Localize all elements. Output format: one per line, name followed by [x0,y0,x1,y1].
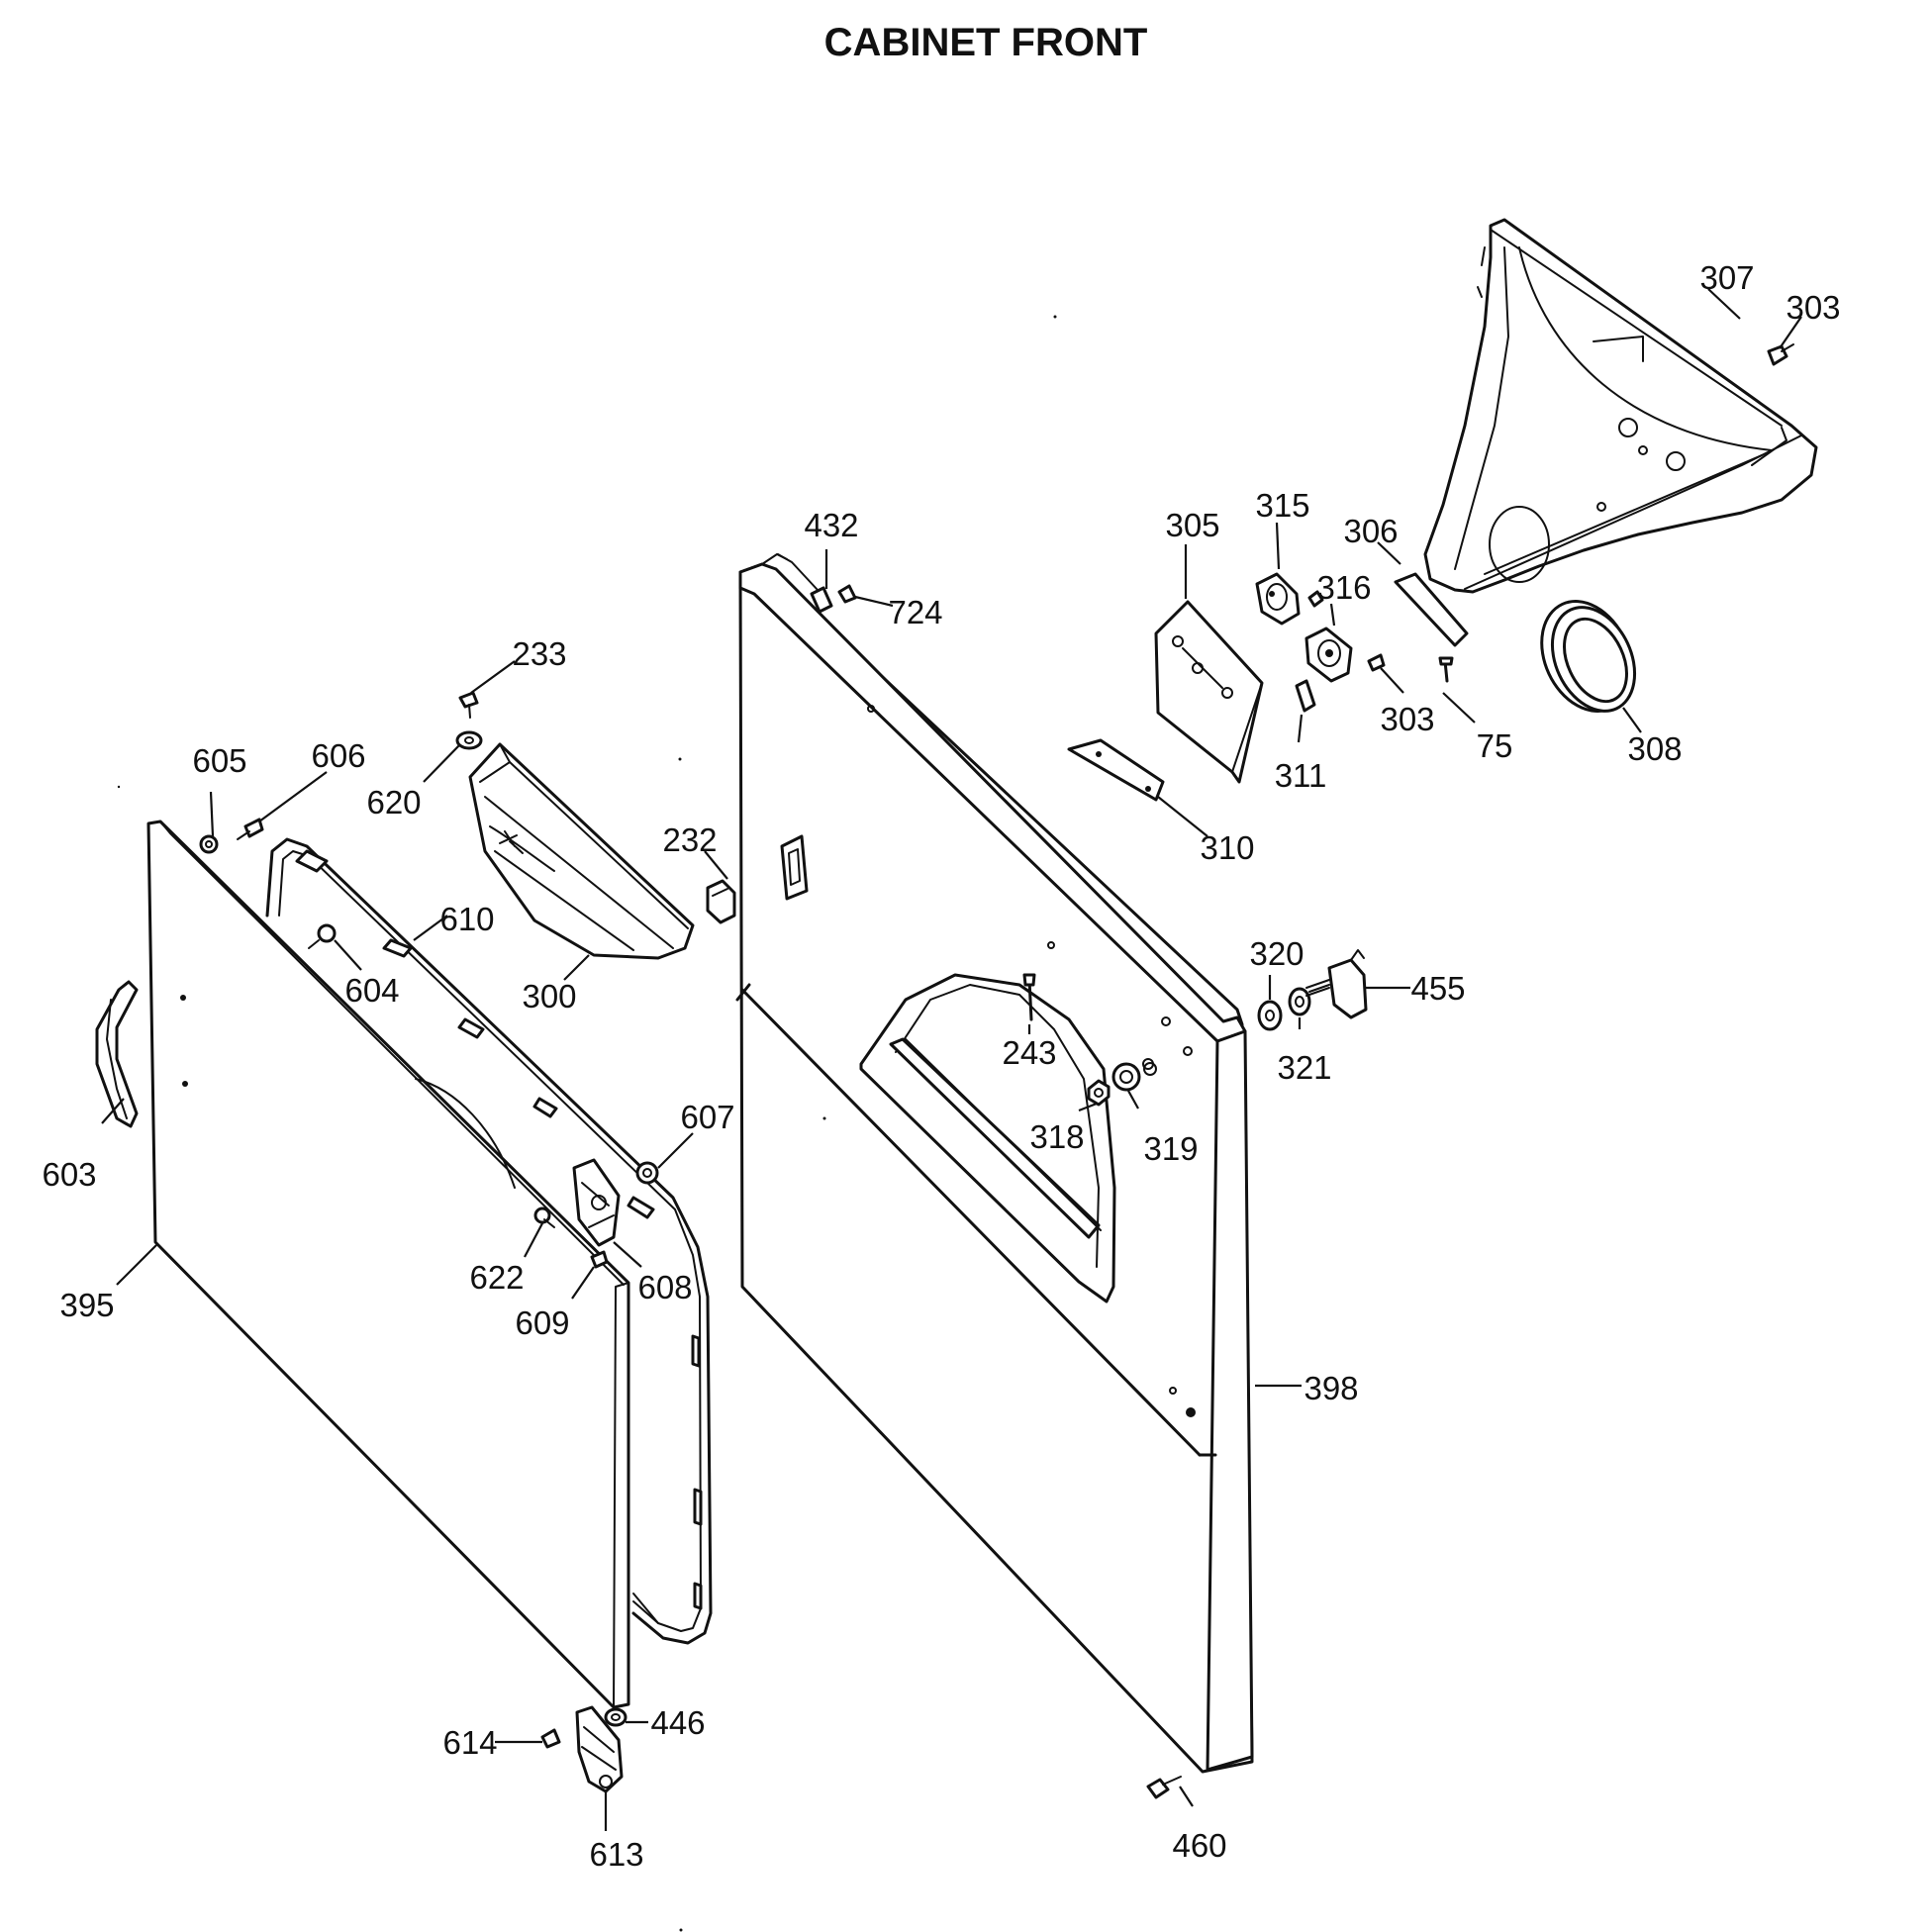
callout-446: 446 [650,1704,705,1741]
callout-311: 311 [1275,757,1327,794]
callout-315: 315 [1255,487,1309,524]
part-609-screw [590,1250,609,1269]
callout-620: 620 [366,784,421,821]
part-395-door-panel [146,820,630,1709]
callout-303-lower: 303 [1380,701,1434,737]
part-622-screw [533,1207,555,1228]
callout-610: 610 [439,901,494,937]
callout-724: 724 [888,594,942,630]
callout-604: 604 [344,972,399,1009]
part-606-screw [237,818,264,840]
part-311-clip [1295,679,1316,713]
part-455-switch [1305,949,1368,1019]
part-243-pin [1022,973,1036,1021]
callout-307: 307 [1699,259,1754,296]
part-608-latch [572,1158,621,1247]
part-320-washer [1257,1000,1283,1031]
callout-320: 320 [1249,935,1304,972]
part-607-washer [635,1161,659,1185]
scan-specks [117,315,1057,1932]
part-300-lint-duct [468,742,695,960]
callout-310: 310 [1200,829,1254,866]
callout-308: 308 [1627,730,1682,767]
callout-613: 613 [589,1836,643,1873]
part-315-screw [1307,590,1324,608]
callout-609: 609 [515,1304,569,1341]
callout-605: 605 [192,742,246,779]
part-446-washer [604,1707,628,1727]
part-307-front-bulkhead [1423,218,1818,594]
part-233-screw [458,691,479,719]
callout-432: 432 [804,507,858,543]
callout-labels: 307 303 306 315 316 305 303 75 308 311 3… [42,259,1840,1873]
leader-lines [101,288,1802,1831]
part-303-screw-upper [1767,343,1794,366]
callout-321: 321 [1277,1049,1331,1086]
callout-606: 606 [311,737,365,774]
part-321-washer [1288,987,1311,1016]
callout-316: 316 [1316,569,1371,606]
diagram-title: CABINET FRONT [824,21,1148,64]
part-303-screw-lower [1367,653,1386,672]
part-460-screw [1146,1776,1182,1799]
callout-395: 395 [59,1287,114,1323]
part-306-bracket [1394,572,1469,647]
part-398-front-panel [735,553,1254,1774]
part-75-screw [1438,656,1454,683]
part-613-hinge [575,1705,624,1793]
callout-460: 460 [1172,1827,1226,1864]
callout-75: 75 [1477,727,1513,764]
callout-243: 243 [1002,1034,1056,1071]
callout-318: 318 [1029,1118,1084,1155]
callout-603: 603 [42,1156,96,1193]
part-610-gasket [265,837,713,1645]
part-232-strike [706,879,736,924]
callout-398: 398 [1304,1370,1358,1406]
part-605-washer [199,834,219,854]
part-310-plate [1067,738,1165,802]
part-319-washer [1111,1062,1157,1092]
part-620-washer [455,730,483,750]
callout-306: 306 [1343,513,1398,549]
callout-300: 300 [522,978,576,1014]
callout-455: 455 [1410,970,1465,1007]
part-432-clip [810,586,833,614]
part-318-nut [1087,1079,1111,1107]
part-308-seal-ring [1540,600,1637,713]
callout-319: 319 [1143,1130,1198,1167]
part-316-switch [1304,627,1353,683]
callout-622: 622 [469,1259,524,1296]
part-604-screw [308,923,337,949]
part-305-cover [1154,600,1264,784]
callout-614: 614 [442,1724,497,1761]
callout-607: 607 [680,1099,734,1135]
callout-608: 608 [637,1269,692,1305]
callout-232: 232 [662,821,717,858]
part-614-screw [540,1728,561,1749]
callout-305: 305 [1165,507,1219,543]
part-315-switch [1255,572,1301,626]
callout-233: 233 [512,635,566,672]
part-603-handle [95,980,139,1128]
callout-303-upper: 303 [1786,289,1840,326]
part-724-screw [837,584,857,604]
